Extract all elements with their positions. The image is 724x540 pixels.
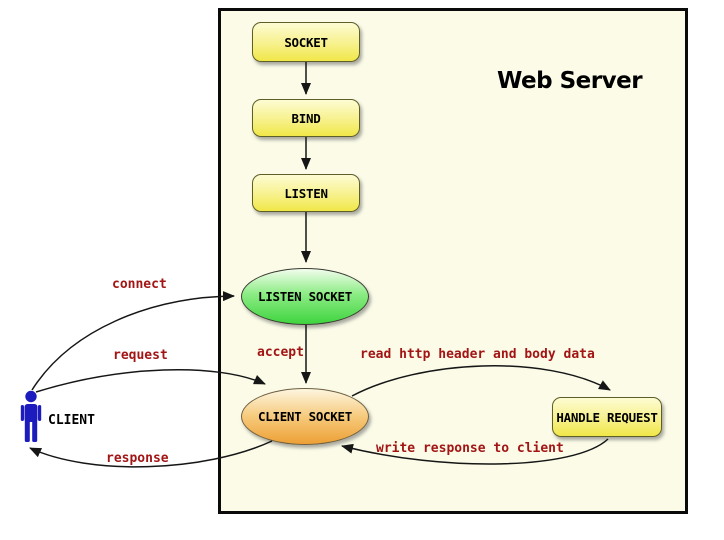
arrow-connect (31, 291, 235, 391)
edge-label-response: response (106, 451, 169, 466)
node-bind-label: BIND (291, 110, 321, 126)
node-listen-socket-label: LISTEN SOCKET (258, 289, 352, 304)
node-handle-request-label: HANDLE REQUEST (556, 409, 658, 425)
node-socket-label: SOCKET (284, 34, 328, 50)
client-actor-label: CLIENT (48, 413, 95, 428)
node-listen: LISTEN (252, 174, 360, 212)
node-socket: SOCKET (252, 22, 360, 62)
edge-label-request: request (113, 348, 168, 363)
diagram-title: Web Server (497, 68, 643, 94)
node-client-socket: CLIENT SOCKET (241, 388, 369, 445)
edge-label-connect: connect (112, 277, 167, 292)
client-person-icon (20, 390, 42, 442)
node-client-socket-label: CLIENT SOCKET (258, 409, 352, 424)
edge-label-write-response: write response to client (376, 441, 564, 456)
node-listen-socket: LISTEN SOCKET (241, 268, 369, 325)
edge-label-read-http: read http header and body data (360, 347, 595, 362)
node-bind: BIND (252, 99, 360, 137)
edge-label-accept: accept (257, 345, 304, 360)
node-listen-label: LISTEN (284, 185, 328, 201)
node-handle-request: HANDLE REQUEST (552, 397, 662, 437)
